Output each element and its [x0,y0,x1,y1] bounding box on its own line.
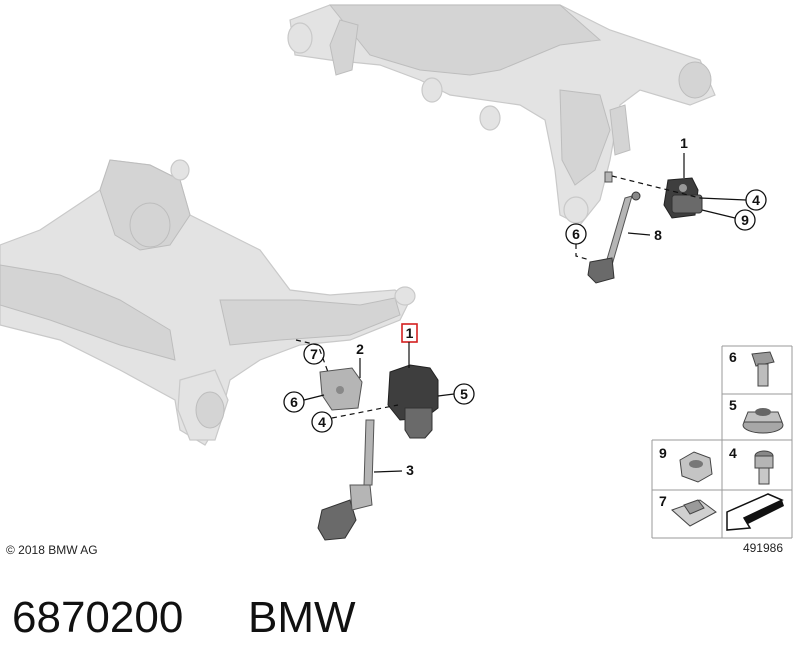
legend-label-5: 5 [729,397,737,413]
callout-4-bottom-label: 4 [318,414,326,430]
front-height-sensor-illustration [317,364,439,541]
callout-7-label: 7 [310,346,318,362]
callout-5-label: 5 [460,386,468,402]
callout-9-label: 9 [741,212,749,228]
fastener-legend-grid: 6 5 9 4 7 [651,345,793,539]
part-number: 6870200 [12,593,183,642]
rear-height-sensor-illustration [587,171,703,284]
dash-6-top [575,244,591,261]
callout-3-label: 3 [406,462,414,478]
cylinder-bolt-icon [754,450,774,485]
dash-4-top [611,175,701,199]
leader-9 [701,209,736,219]
leader-5 [437,393,455,397]
callout-1-highlight-label: 1 [406,325,414,341]
callout-6-top-label: 6 [572,226,580,242]
flange-nut-icon [742,408,784,434]
legend-label-4: 4 [729,445,737,461]
callout-2-label: 2 [356,341,364,357]
rear-subframe-illustration [287,4,716,226]
arrow-icon [726,493,784,531]
copyright-text: © 2018 BMW AG [6,543,98,557]
callout-6-bottom-label: 6 [290,394,298,410]
legend-label-9: 9 [659,445,667,461]
callout-9-circle [734,209,756,231]
front-subframe-illustration [0,159,416,446]
leader-4-top [699,197,747,201]
clip-nut-icon [671,499,717,527]
callout-4-top-label: 4 [752,192,760,208]
leader-8 [627,232,651,236]
callout-1-top-label: 1 [680,135,688,151]
leader-3 [373,470,403,473]
callout-4-bottom-circle [311,411,333,433]
callout-6-bottom-circle [283,391,305,413]
legend-label-7: 7 [659,493,667,509]
diagram-number: 491986 [743,541,783,555]
brand-name: BMW [248,593,356,642]
dash-7 [295,339,329,373]
bolt-icon [751,351,775,387]
callout-8-label: 8 [654,227,662,243]
leader-6-bottom [303,394,325,401]
legend-label-6: 6 [729,349,737,365]
hex-nut-icon [679,451,713,483]
dash-4-bottom [331,404,399,419]
